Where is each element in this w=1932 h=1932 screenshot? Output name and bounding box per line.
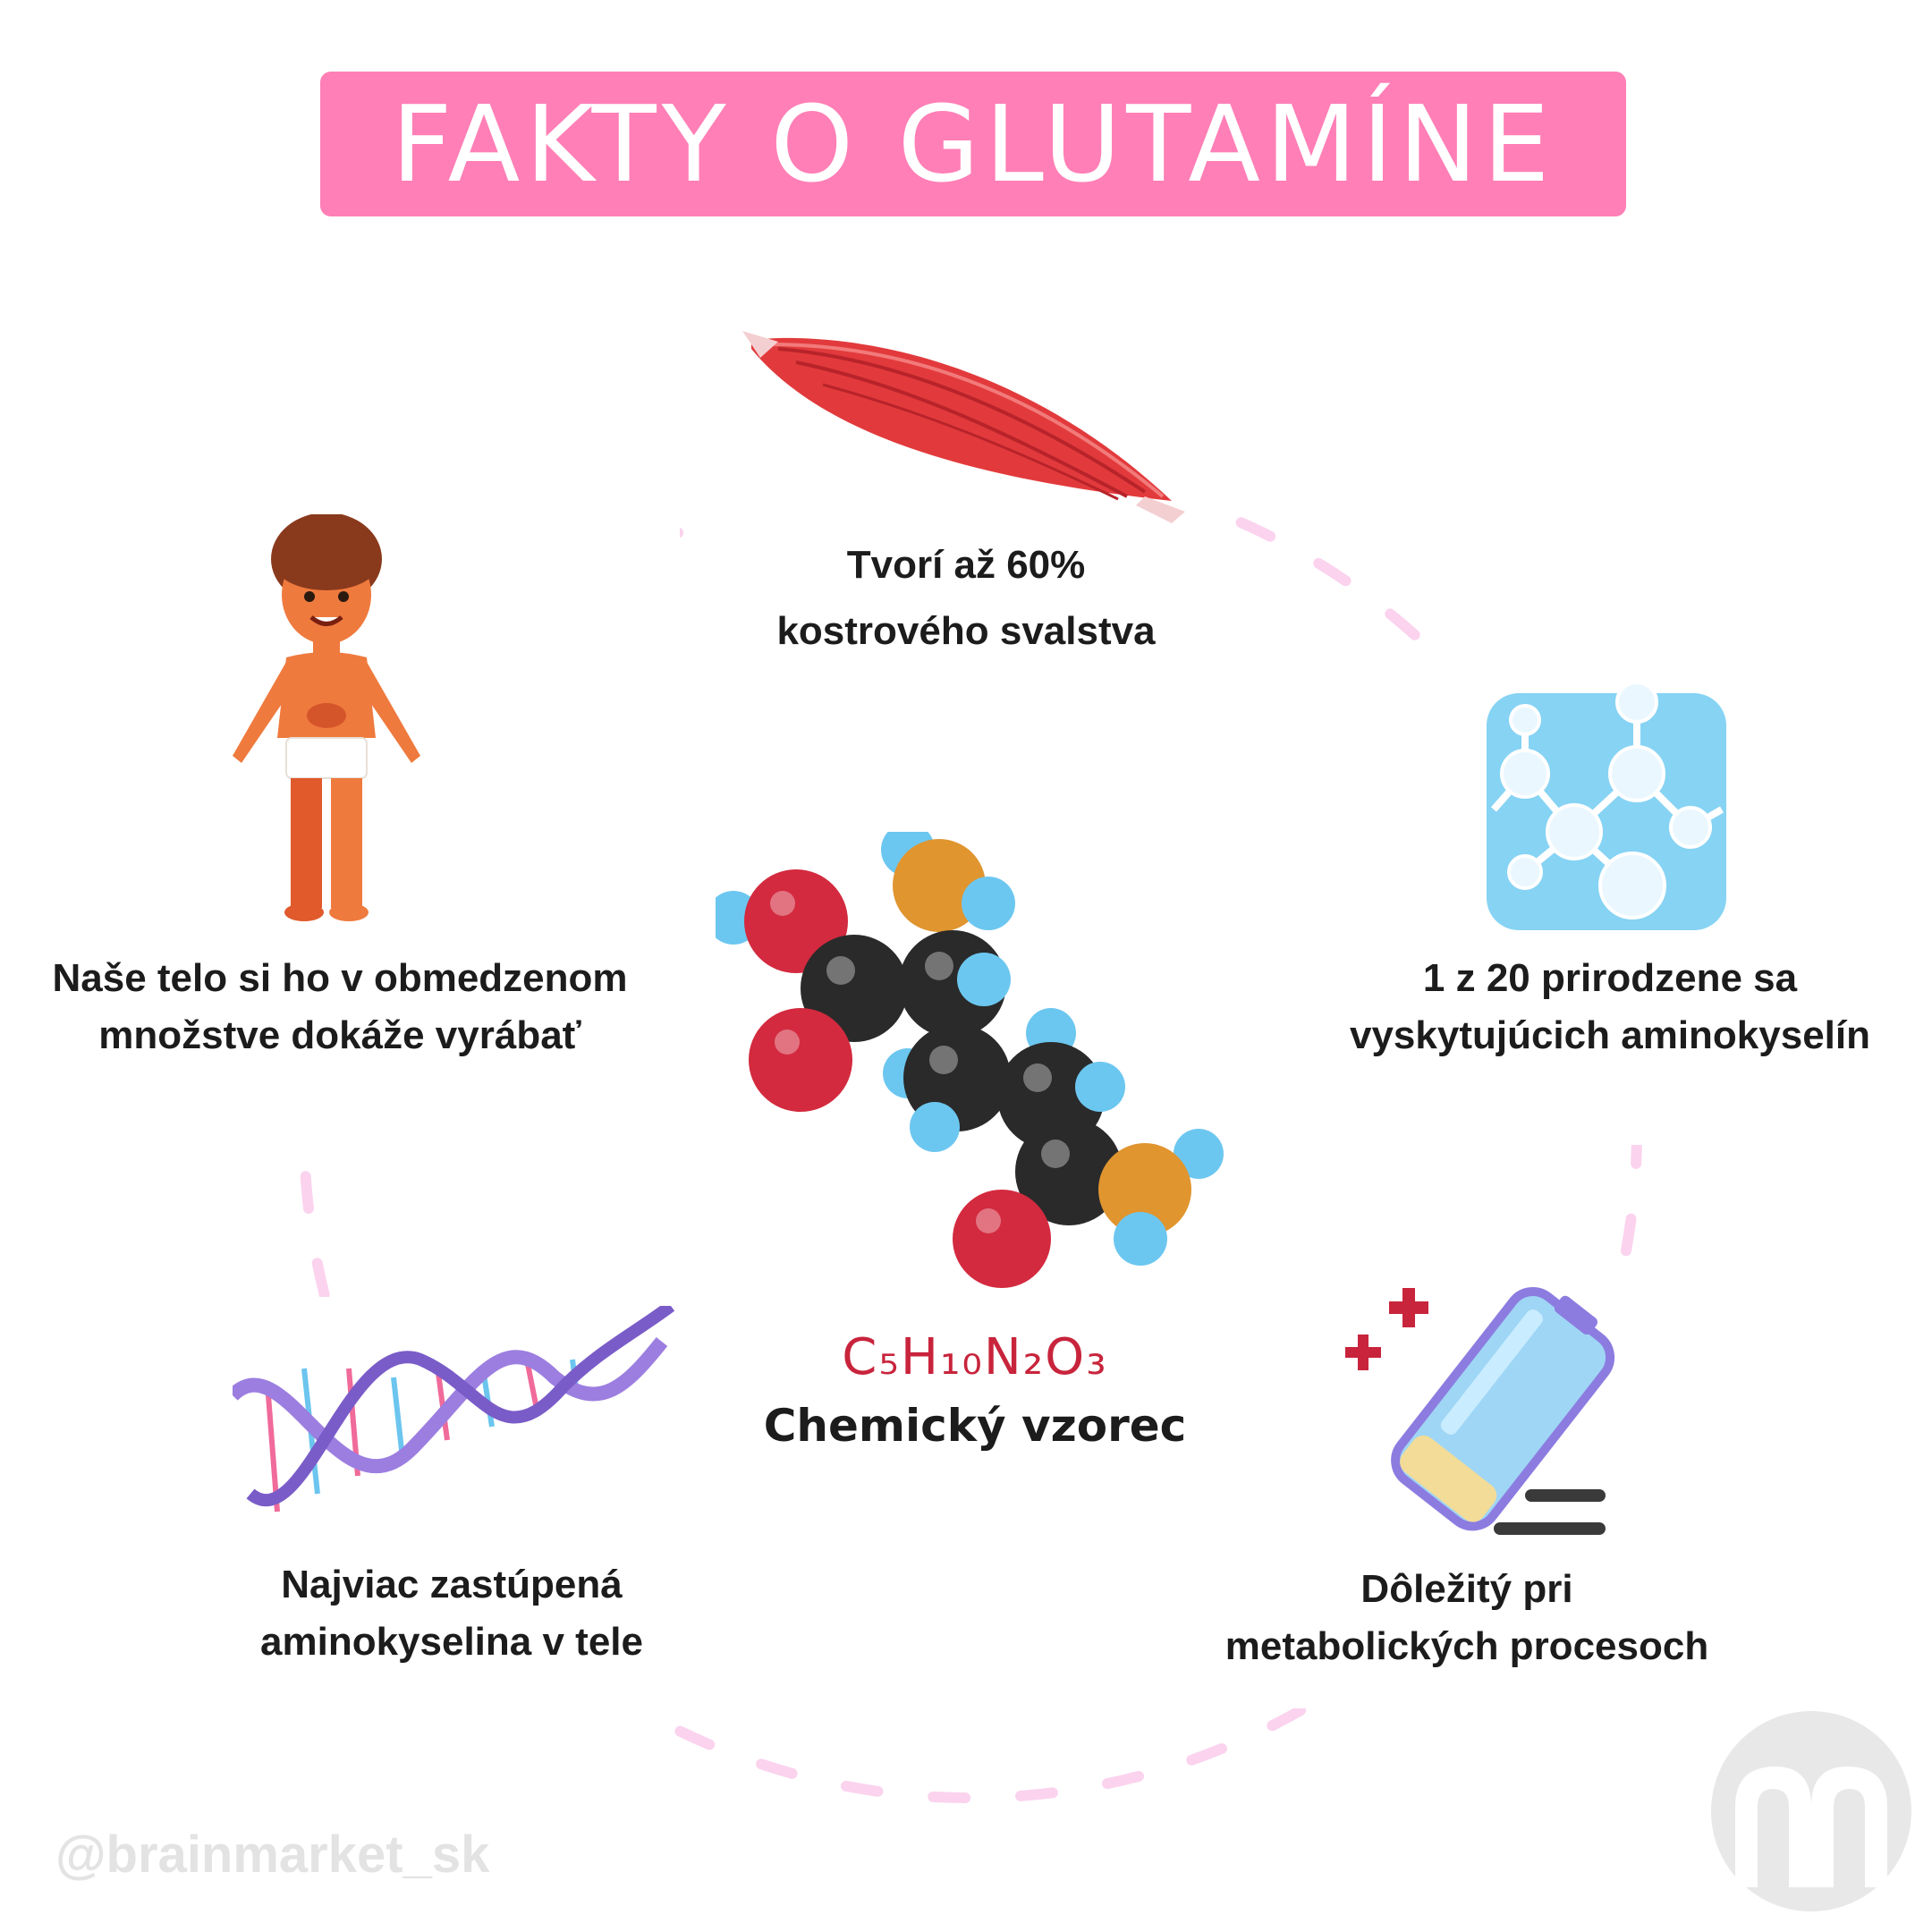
chemical-formula: C₅H₁₀N₂O₃ (842, 1328, 1108, 1386)
chemical-formula-label: Chemický vzorec (763, 1400, 1187, 1452)
fact-amino-line2: vyskytujúcich aminokyselín (1349, 1013, 1871, 1057)
fact-dna-line2: aminokyselina v tele (260, 1620, 643, 1664)
fact-metabolism-line2: metabolických procesoch (1224, 1624, 1709, 1668)
fact-muscle-line1: Tvorí až 60% (846, 543, 1086, 587)
molecule-structure-icon (1487, 681, 1726, 930)
fact-muscle: Tvorí až 60% kostrového svalstva (689, 537, 1243, 660)
fact-body: Naše telo si ho v obmedzenom množstve do… (36, 950, 644, 1064)
page-title: FAKTY O GLUTAMÍNE (391, 82, 1555, 206)
title-banner: FAKTY O GLUTAMÍNE (320, 72, 1626, 216)
fact-amino: 1 z 20 prirodzene sa vyskytujúcich amino… (1315, 950, 1905, 1064)
brainmarket-logo-icon (1711, 1711, 1911, 1911)
social-handle: @brainmarket_sk (55, 1826, 490, 1884)
fact-amino-line1: 1 z 20 prirodzene sa (1422, 956, 1798, 1000)
fact-body-line1: Naše telo si ho v obmedzenom (52, 956, 628, 1000)
fact-dna: Najviac zastúpená aminokyselina v tele (215, 1556, 689, 1671)
fact-dna-line1: Najviac zastúpená (281, 1563, 623, 1606)
fact-body-line2: množstve dokáže vyrábať (98, 1013, 581, 1057)
fact-metabolism: Dôležitý pri metabolických procesoch (1199, 1561, 1735, 1675)
fact-muscle-line2: kostrového svalstva (776, 609, 1156, 653)
glutamine-molecule-icon (716, 832, 1224, 1288)
muscle-icon (742, 331, 1185, 523)
dna-helix-icon (233, 1306, 675, 1513)
battery-icon (1345, 1287, 1615, 1535)
fact-metabolism-line1: Dôležitý pri (1360, 1567, 1573, 1611)
child-body-icon (233, 514, 420, 921)
